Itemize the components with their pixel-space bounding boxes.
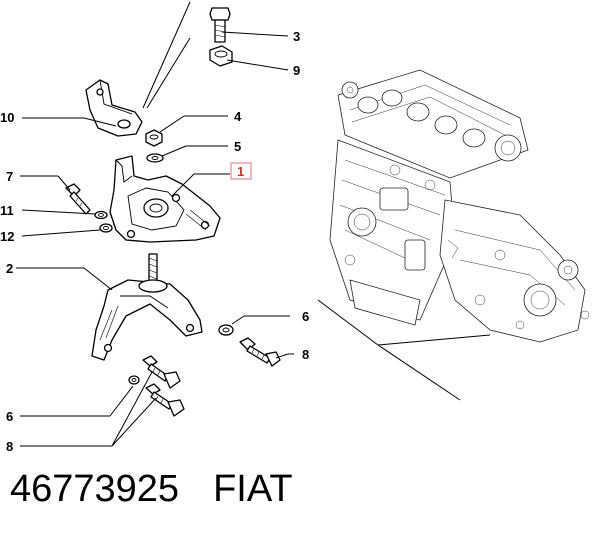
callout-4: 4 xyxy=(234,109,242,124)
nut-part-4 xyxy=(145,129,163,147)
washer-part-12 xyxy=(99,223,113,233)
callout-6-lower: 6 xyxy=(6,409,13,424)
reference-lines xyxy=(142,1,491,401)
bolt-part-8-lower-b xyxy=(145,383,185,417)
callout-10: 10 xyxy=(0,110,14,125)
washer-part-6-right xyxy=(218,324,234,336)
part-number: 46773925 xyxy=(10,468,180,510)
part-reference-footer: 46773925 FIAT xyxy=(10,468,293,511)
callout-5: 5 xyxy=(234,139,241,154)
callout-1-highlight-box xyxy=(230,162,252,180)
leader-lines xyxy=(16,31,294,447)
brand-name: FIAT xyxy=(213,468,293,510)
engine-mount-part-1 xyxy=(109,155,221,243)
bolt-part-3 xyxy=(209,7,231,43)
callout-8-lower: 8 xyxy=(6,439,13,454)
callout-6-right: 6 xyxy=(302,309,309,324)
washer-part-5 xyxy=(146,153,164,163)
nut-part-9 xyxy=(209,45,233,67)
upper-bracket-part-10 xyxy=(85,79,143,137)
callout-7: 7 xyxy=(6,169,13,184)
bolt-part-8-right xyxy=(239,337,281,367)
engine-gearbox-illustration xyxy=(329,69,590,343)
washer-part-6-lower xyxy=(128,375,140,385)
callout-2: 2 xyxy=(6,261,13,276)
callout-1: 1 xyxy=(237,164,244,179)
callout-labels: 3 9 10 4 5 1 7 11 12 2 6 8 6 8 xyxy=(0,29,309,454)
washer-part-11 xyxy=(94,210,108,220)
callout-3: 3 xyxy=(293,29,300,44)
callout-9: 9 xyxy=(293,63,300,78)
bolt-part-8-lower-a xyxy=(142,355,181,389)
callout-11: 11 xyxy=(0,203,14,218)
bolt-part-7 xyxy=(65,183,91,215)
callout-8-right: 8 xyxy=(302,347,309,362)
lower-bracket-part-2 xyxy=(91,253,203,361)
callout-12: 12 xyxy=(0,229,14,244)
